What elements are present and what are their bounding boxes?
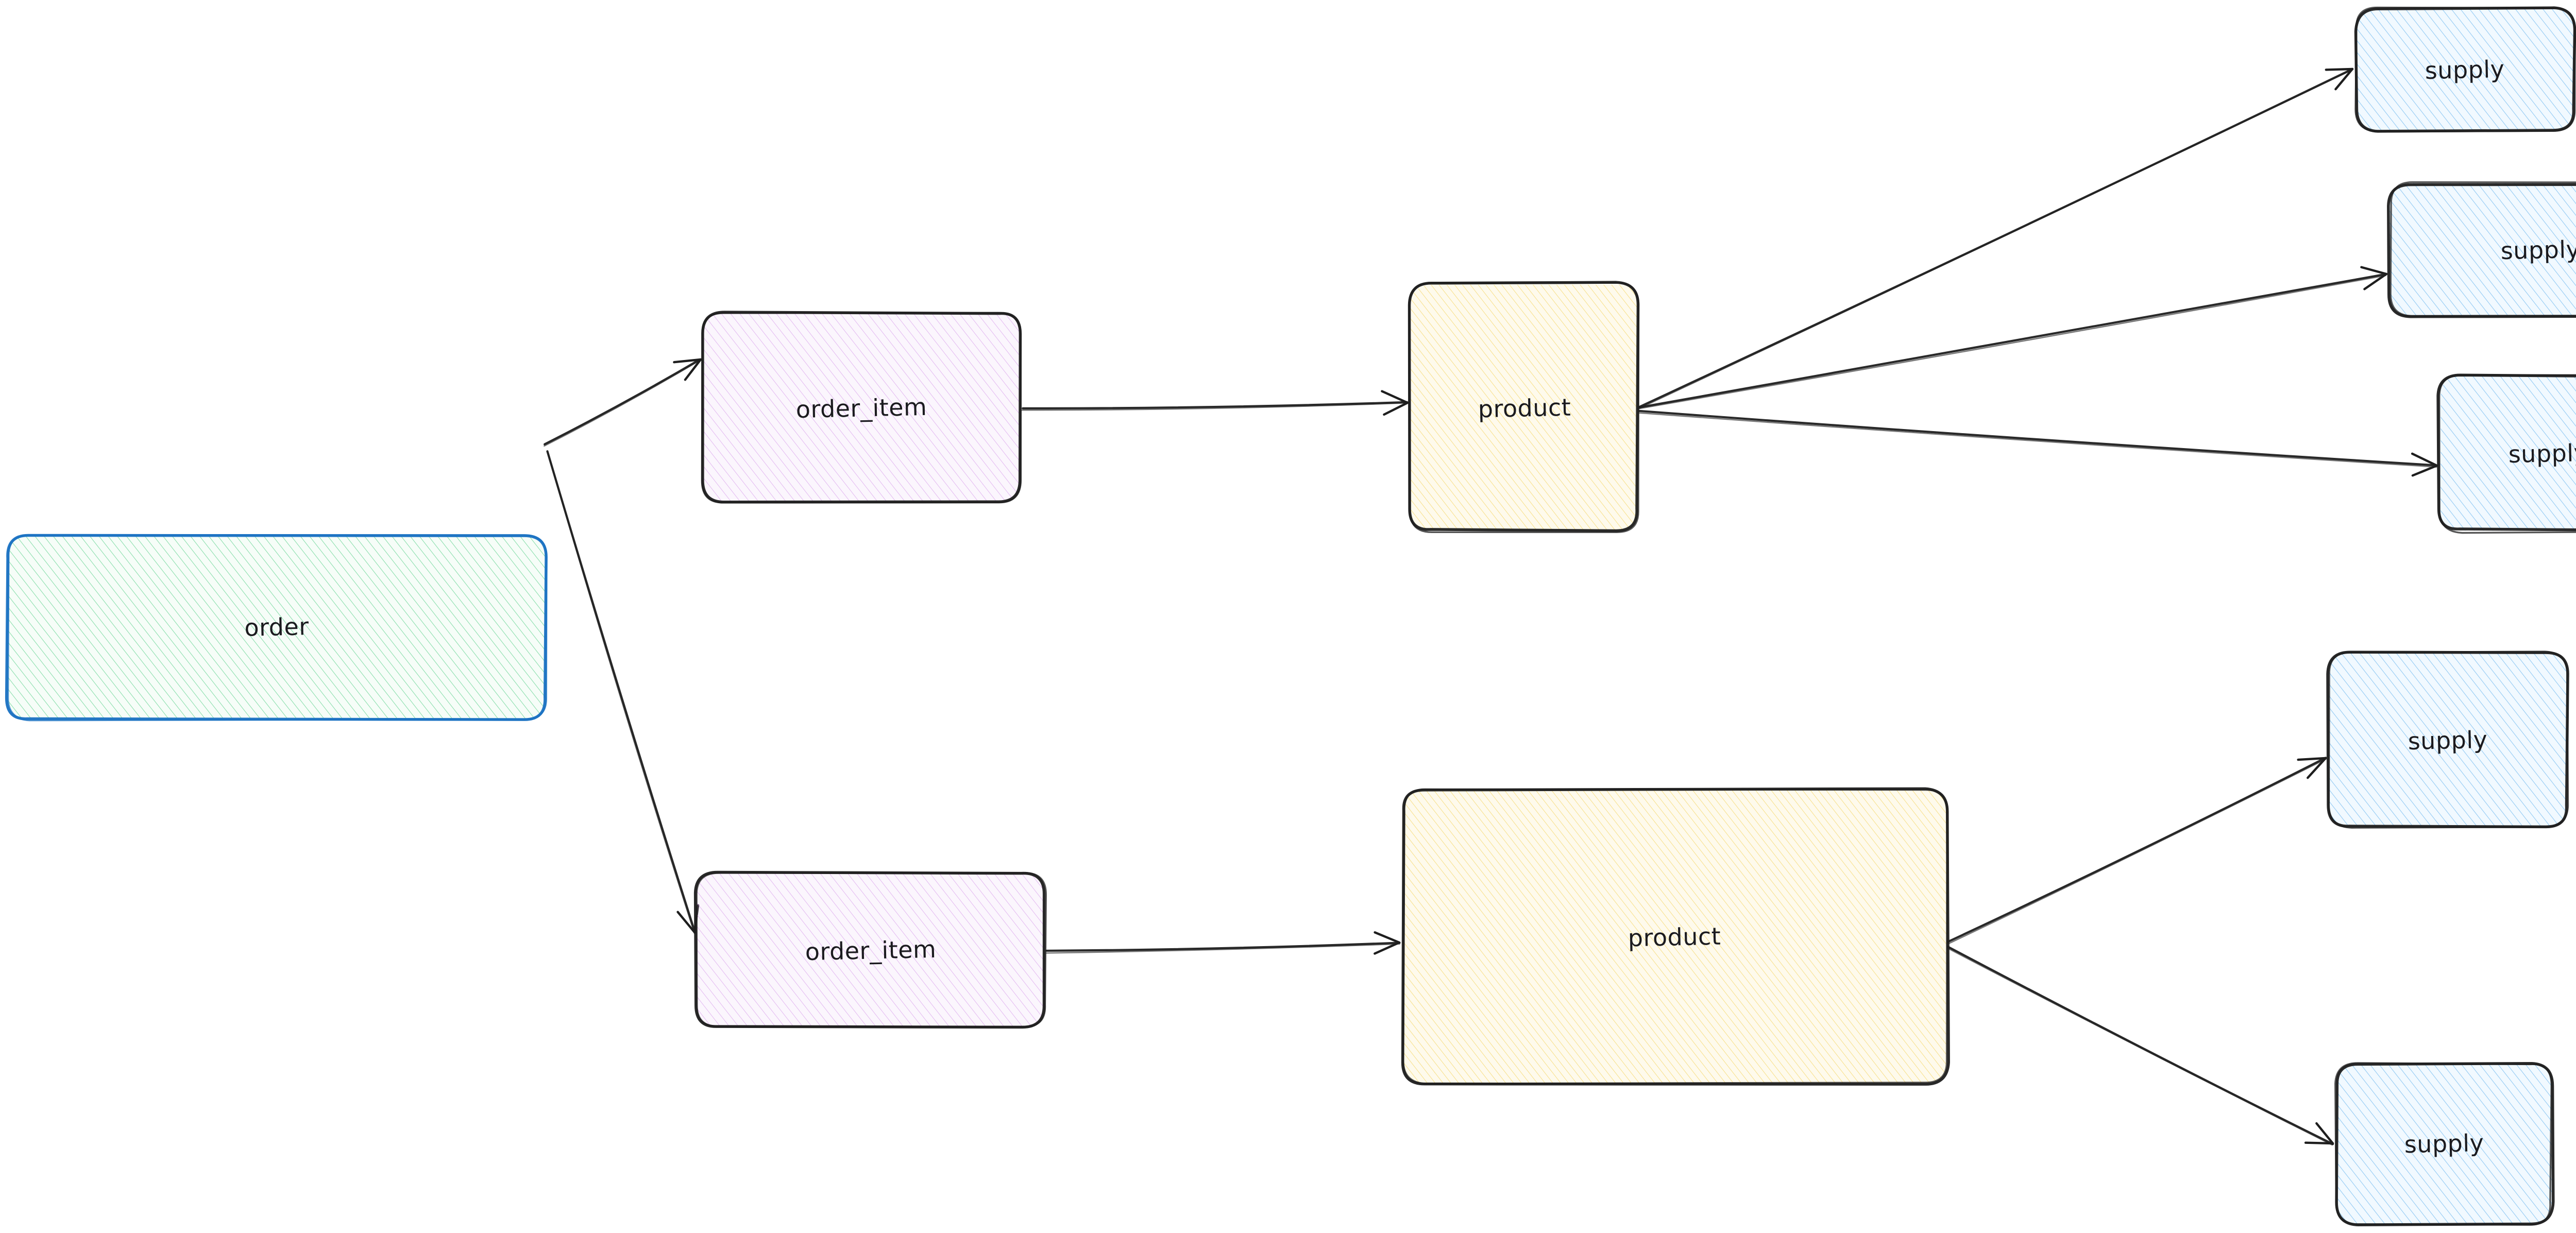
edge-line: [1946, 946, 2334, 1145]
edge-order-to-order_item2[interactable]: [546, 450, 700, 934]
edge-line: [1947, 948, 2333, 1146]
node-supply2[interactable]: supply: [2387, 181, 2576, 318]
edge-line: [1045, 943, 1400, 954]
node-border: [1408, 282, 1640, 534]
arrowhead: [2411, 464, 2438, 477]
node-supply4[interactable]: supply: [2326, 650, 2569, 829]
node-border: [2389, 181, 2576, 317]
arrowhead: [1383, 401, 1409, 416]
node-supply5[interactable]: supply: [2334, 1061, 2555, 1226]
edge-line: [1021, 402, 1409, 411]
node-label: product: [1628, 922, 1721, 952]
node-label: product: [1478, 393, 1571, 423]
node-hatch: [703, 313, 1020, 503]
arrowhead: [2360, 266, 2388, 276]
arrowhead: [1381, 390, 1409, 404]
node-supply3[interactable]: supply: [2436, 373, 2576, 534]
node-border: [2354, 6, 2576, 133]
edge-line: [1639, 275, 2386, 409]
node-hatch: [1402, 790, 1947, 1083]
node-label: supply: [2408, 726, 2488, 755]
node-label: order: [244, 612, 309, 642]
edge-line: [547, 451, 696, 934]
edge-product1-to-supply1[interactable]: [1638, 67, 2354, 409]
arrowhead: [1374, 931, 1401, 944]
arrowhead: [2315, 1122, 2334, 1145]
node-border: [701, 312, 1022, 504]
edge-product1-to-supply3[interactable]: [1638, 409, 2438, 477]
node-hatch: [2440, 375, 2576, 531]
edge-line: [1638, 68, 2353, 408]
node-border: [2328, 650, 2569, 829]
node-border: [2334, 1062, 2552, 1226]
edge-line: [1946, 757, 2327, 943]
edge-line: [544, 359, 702, 447]
arrowhead: [1374, 941, 1401, 955]
node-border: [2438, 374, 2576, 534]
node-product1[interactable]: product: [1408, 281, 1640, 534]
node-hatch: [2335, 1062, 2553, 1224]
node-border: [1402, 788, 1948, 1085]
edge-line: [1638, 69, 2353, 409]
node-label: supply: [2425, 55, 2505, 84]
edge-line: [1638, 412, 2437, 468]
edge-line: [1637, 273, 2387, 409]
node-hatch: [2388, 183, 2576, 317]
arrowhead: [2334, 67, 2354, 91]
node-label: order_item: [805, 935, 937, 966]
node-hatch: [2355, 8, 2574, 131]
arrowhead: [2307, 757, 2327, 779]
arrowhead: [2411, 452, 2438, 467]
node-hatch: [2328, 653, 2566, 828]
node-hatch: [1410, 284, 1639, 531]
edge-order_item1-to-product1[interactable]: [1021, 390, 1409, 416]
node-supply1[interactable]: supply: [2354, 6, 2576, 133]
edge-line: [544, 358, 701, 446]
node-label: supply: [2500, 235, 2576, 265]
edge-layer: [544, 67, 2438, 1146]
node-product2[interactable]: product: [1401, 787, 1950, 1086]
node-layer: orderorder_itemorder_itemproductproducts…: [5, 6, 2576, 1226]
edge-line: [1045, 941, 1401, 952]
edge-line: [1022, 401, 1409, 410]
node-border: [2387, 183, 2576, 318]
node-order_item1[interactable]: order_item: [701, 311, 1022, 504]
node-label: order_item: [795, 393, 927, 423]
edge-line: [546, 450, 697, 934]
node-hatch: [7, 534, 546, 718]
node-border: [696, 872, 1047, 1028]
node-label: supply: [2508, 439, 2576, 468]
edge-product2-to-supply5[interactable]: [1946, 946, 2334, 1146]
arrowhead: [673, 358, 702, 364]
edge-order-to-order_item1[interactable]: [544, 358, 702, 447]
node-hatch: [697, 873, 1045, 1026]
edge-line: [1638, 409, 2438, 467]
arrowhead: [2363, 272, 2388, 290]
node-order_item2[interactable]: order_item: [693, 870, 1047, 1029]
arrowhead: [2325, 67, 2354, 71]
node-label: supply: [2404, 1129, 2484, 1158]
arrowhead: [684, 358, 702, 381]
edge-product2-to-supply4[interactable]: [1946, 757, 2327, 945]
edge-product1-to-supply2[interactable]: [1637, 266, 2388, 409]
edge-line: [1948, 758, 2327, 945]
node-order[interactable]: order: [5, 534, 548, 722]
arrowhead: [2297, 757, 2327, 761]
edge-order_item2-to-product2[interactable]: [1045, 931, 1401, 955]
node-border: [2436, 373, 2576, 532]
node-border: [7, 534, 548, 722]
arrowhead: [676, 911, 696, 934]
